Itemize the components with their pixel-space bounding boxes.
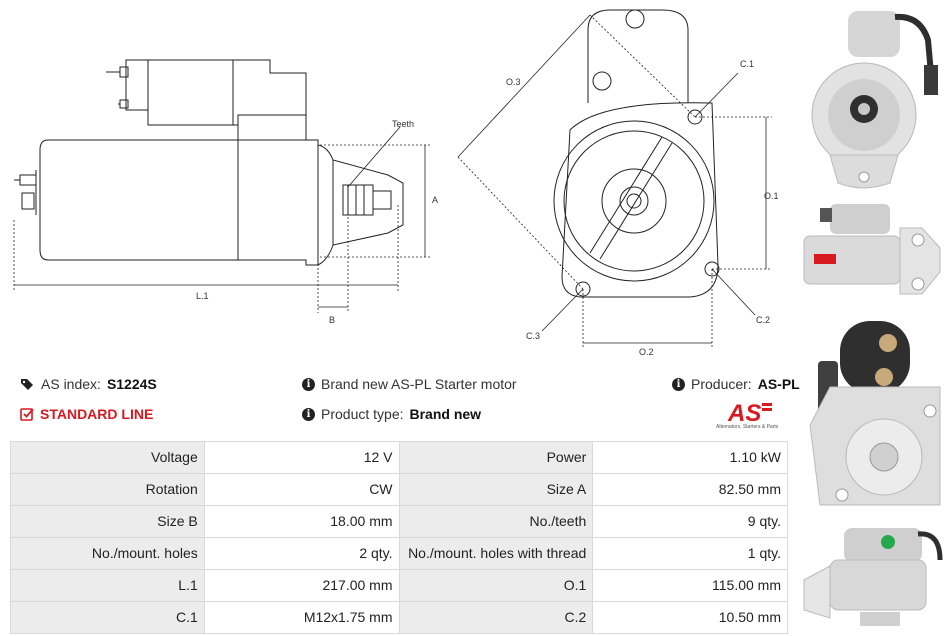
- spec-key: Size A: [398, 473, 594, 506]
- tag-icon: [21, 378, 33, 390]
- spec-key: Voltage: [10, 441, 205, 474]
- product-type-label: Product type:: [321, 406, 404, 422]
- producer-row: i Producer: AS-PL: [672, 376, 800, 392]
- product-photo-side[interactable]: [800, 198, 945, 306]
- dimension-c1-label: C.1: [740, 59, 754, 69]
- as-index-value: S1224S: [106, 376, 157, 392]
- info-circle-icon: i: [302, 407, 315, 421]
- brand-logo-text: AS: [727, 400, 761, 425]
- spec-value: 9 qty.: [592, 505, 788, 538]
- spec-key: No./mount. holes: [10, 537, 205, 570]
- product-type-value: Brand new: [409, 406, 482, 422]
- check-square-icon: [20, 408, 34, 421]
- producer-value: AS-PL: [757, 376, 800, 392]
- brand-new-row: i Brand new AS-PL Starter motor: [302, 376, 517, 392]
- dimension-l1-label: L.1: [196, 291, 209, 301]
- spec-key: C.2: [398, 601, 594, 634]
- dimension-o2-label: O.2: [639, 347, 654, 355]
- dimension-c2-label: C.2: [756, 315, 770, 325]
- dimension-o1-label: O.1: [764, 191, 779, 201]
- dimension-b-label: B: [329, 315, 335, 325]
- spec-key: O.1: [398, 569, 594, 602]
- spec-value: M12x1.75 mm: [203, 601, 400, 634]
- spec-value: 82.50 mm: [592, 473, 788, 506]
- producer-label: Producer:: [691, 376, 752, 392]
- spec-value: 1 qty.: [592, 537, 788, 570]
- dimension-c3-label: C.3: [526, 331, 540, 341]
- spec-key: C.1: [10, 601, 205, 634]
- spec-value: 217.00 mm: [203, 569, 400, 602]
- side-view-diagram: Teeth A L.1 B: [13, 59, 438, 325]
- as-index-row: AS index: S1224S: [20, 376, 157, 392]
- spec-value: 115.00 mm: [592, 569, 788, 602]
- brand-logo-mark: AS: [727, 400, 772, 427]
- spec-key: No./mount. holes with thread: [398, 537, 594, 570]
- dimension-o3-label: O.3: [506, 77, 521, 87]
- as-index-label: AS index:: [41, 376, 101, 392]
- spec-value: CW: [203, 473, 400, 506]
- spec-value: 1.10 kW: [592, 441, 788, 474]
- spec-key: L.1: [10, 569, 205, 602]
- info-circle-icon: i: [302, 377, 315, 391]
- spec-value: 12 V: [203, 441, 400, 474]
- product-photo-rear[interactable]: [800, 315, 945, 510]
- teeth-label: Teeth: [392, 119, 414, 129]
- dimension-a-label: A: [432, 195, 438, 205]
- spec-value: 10.50 mm: [592, 601, 788, 634]
- standard-line-badge: STANDARD LINE: [20, 406, 153, 422]
- product-photo-angle[interactable]: [800, 520, 945, 632]
- spec-key: Size B: [10, 505, 205, 538]
- product-photo-front[interactable]: [800, 5, 945, 190]
- front-view-diagram: O.3 C.1 O.1 C.3 C.2 O.2: [457, 9, 779, 355]
- spec-value: 2 qty.: [203, 537, 400, 570]
- spec-key: No./teeth: [398, 505, 594, 538]
- spec-key: Power: [398, 441, 594, 474]
- standard-line-label: STANDARD LINE: [40, 406, 154, 422]
- product-type-row: i Product type: Brand new: [302, 406, 481, 422]
- brand-new-text: Brand new AS-PL Starter motor: [321, 376, 517, 392]
- info-circle-icon: i: [672, 377, 685, 391]
- spec-key: Rotation: [10, 473, 205, 506]
- brand-logo: AS Alternators, Starters & Parts: [714, 399, 794, 433]
- spec-value: 18.00 mm: [203, 505, 400, 538]
- brand-logo-tagline: Alternators, Starters & Parts: [716, 424, 779, 430]
